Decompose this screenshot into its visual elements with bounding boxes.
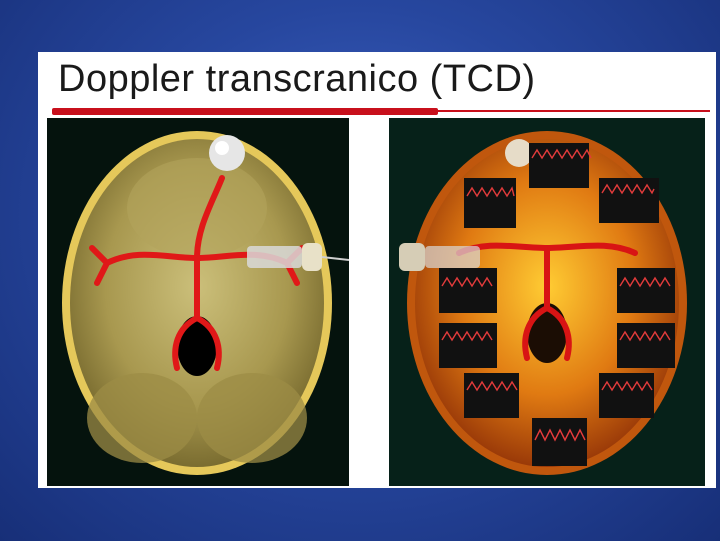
skull-base-doppler-waveforms-icon (389, 118, 705, 486)
skull-base-arteries-icon (47, 118, 349, 486)
skull-base-left-image (47, 118, 349, 486)
title-underline-rule (438, 110, 710, 112)
slide-title: Doppler transcranico (TCD) (58, 58, 536, 101)
skull-base-right-image (389, 118, 705, 486)
title-underline-bar (52, 108, 438, 115)
